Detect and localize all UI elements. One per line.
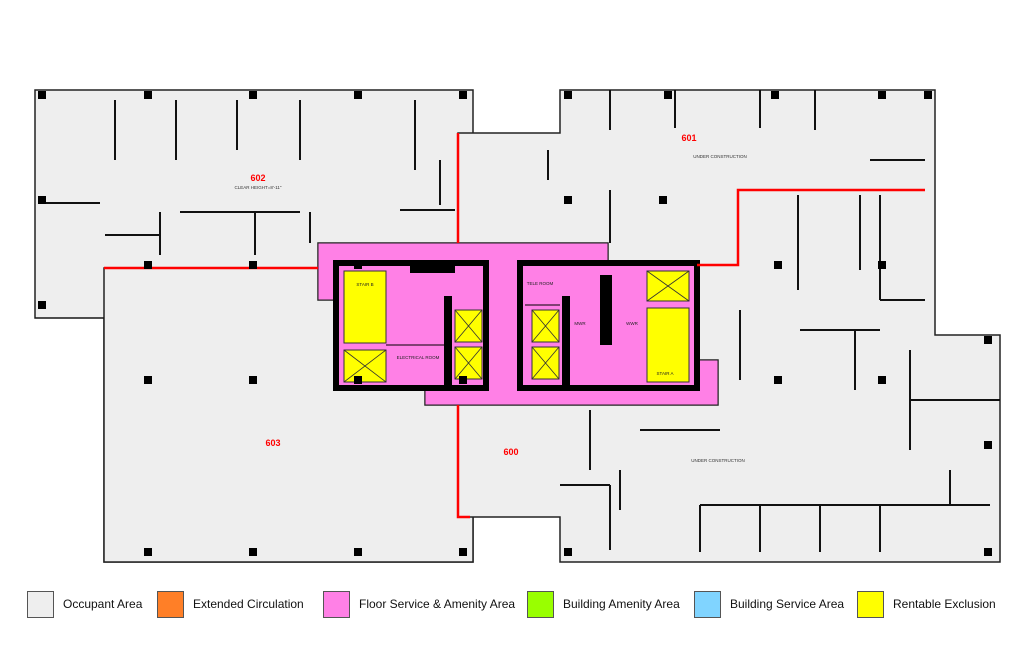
room-602-note: CLEAR HEIGHT=8'-11" [234,185,281,190]
legend-item: Occupant Area [27,590,157,618]
column [878,91,886,99]
column [354,261,362,269]
legend-item: Building Amenity Area [527,590,694,618]
column [144,376,152,384]
legend: Occupant Area Extended Circulation Floor S… [27,590,1007,618]
legend-swatch [323,590,350,618]
room-600-number: 600 [503,447,518,457]
legend-label: Rentable Exclusion [893,597,996,611]
column [984,441,992,449]
legend-swatch [27,590,54,618]
column [249,376,257,384]
core [317,242,719,406]
column [38,301,46,309]
column [878,376,886,384]
column [249,91,257,99]
room-602-number: 602 [250,173,265,183]
column [38,91,46,99]
column [354,548,362,556]
legend-item: Building Service Area [694,590,857,618]
wwr-label: WWR [626,321,638,326]
tele-room-label: TELE ROOM [527,281,554,286]
legend-label: Building Service Area [730,597,845,611]
legend-swatch [694,590,721,618]
stair-b [343,270,387,344]
column [878,261,886,269]
legend-swatch [857,590,884,618]
column [354,376,362,384]
column [144,91,152,99]
legend-item: Rentable Exclusion [857,590,996,618]
column [249,548,257,556]
column [459,548,467,556]
column [144,261,152,269]
column [354,91,362,99]
column [984,336,992,344]
occupant-areas [34,89,1001,563]
column [664,91,672,99]
legend-item: Extended Circulation [157,590,323,618]
column [771,91,779,99]
column [459,376,467,384]
legend-label: Floor Service & Amenity Area [359,597,516,611]
mwr-label: MWR [574,321,586,326]
stair-a-label: STAIR A [657,371,674,376]
legend-swatch [157,590,184,618]
column [144,548,152,556]
room-603-number: 603 [265,438,280,448]
floor-plan: 602 CLEAR HEIGHT=8'-11" 601 UNDER CONSTR… [34,89,1001,563]
column [924,91,932,99]
column [38,196,46,204]
room-601-number: 601 [681,133,696,143]
column [984,548,992,556]
column [249,261,257,269]
column [564,548,572,556]
legend-label: Occupant Area [63,597,143,611]
legend-label: Building Amenity Area [563,597,680,611]
column [774,261,782,269]
room-600-note: UNDER CONSTRUCTION [691,458,745,463]
column [659,196,667,204]
column [459,91,467,99]
column [774,376,782,384]
column [564,196,572,204]
room-601-note: UNDER CONSTRUCTION [693,154,747,159]
legend-item: Floor Service & Amenity Area [323,590,527,618]
columns [38,91,992,556]
suite-boundaries [104,133,925,519]
column [564,91,572,99]
legend-label: Extended Circulation [193,597,304,611]
legend-swatch [527,590,554,618]
stair-b-label: STAIR B [356,282,373,287]
stair-a [646,307,690,383]
electrical-room-label: ELECTRICAL ROOM [397,355,440,360]
partitions [35,90,1000,552]
